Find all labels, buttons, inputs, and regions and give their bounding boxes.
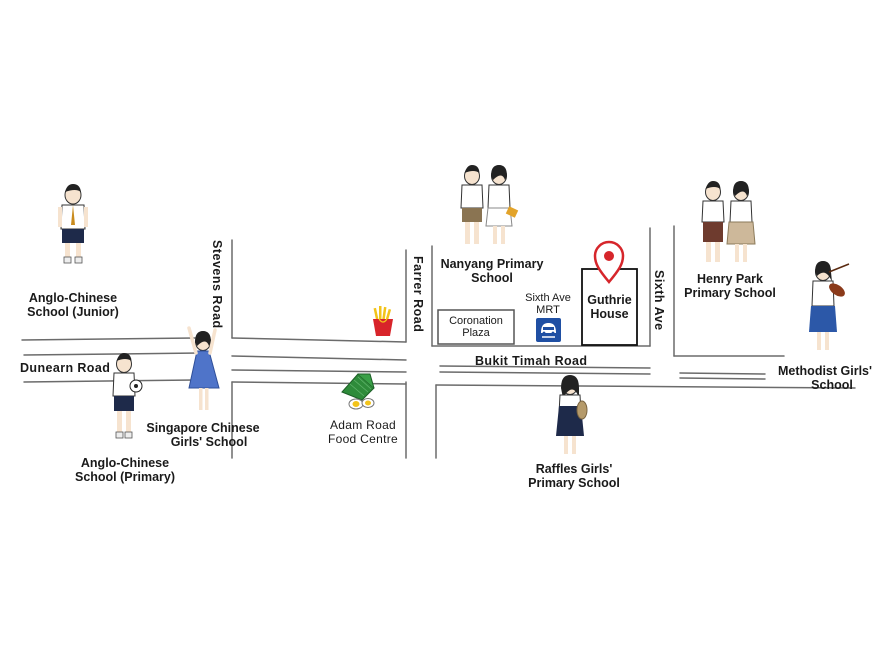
coronation-plaza-building [437, 309, 515, 345]
rgps-student-figure [556, 375, 588, 454]
mgs-student-figure [809, 261, 850, 350]
stevens-road-label: Stevens Road [210, 240, 224, 329]
henry-park-label: Henry Park Primary School [684, 272, 776, 300]
acs-primary-label: Anglo-Chinese School (Primary) [74, 456, 176, 484]
acs-primary-student-figure [112, 353, 143, 439]
henry-park-students-figure [701, 181, 756, 262]
rgps-label: Raffles Girls' Primary School [528, 462, 620, 490]
scgs-student-figure [187, 326, 220, 410]
farrer-road-label: Farrer Road [411, 256, 425, 333]
scgs-label: Singapore Chinese Girls' School [146, 421, 260, 449]
sixth-ave-label: Sixth Ave [652, 270, 666, 331]
fries-icon [373, 306, 393, 336]
bukit-timah-road-label: Bukit Timah Road [475, 354, 588, 368]
sixth-ave-mrt-label: Sixth Ave MRT [525, 292, 571, 316]
road-lines [21, 225, 856, 459]
acs-junior-student-figure [58, 184, 88, 264]
adam-road-food-centre-label: Adam Road Food Centre [327, 418, 398, 446]
location-pin-icon [593, 240, 625, 284]
dunearn-road-label: Dunearn Road [20, 361, 111, 375]
coronation-plaza-label: Coronation Plaza [449, 315, 503, 339]
mrt-train-icon [536, 318, 561, 342]
nasi-lemak-icon [341, 373, 375, 410]
nanyang-primary-label: Nanyang Primary School [440, 257, 544, 285]
nanyang-students-figure [460, 165, 519, 244]
guthrie-house-label: Guthrie House [587, 293, 632, 321]
mgs-label: Methodist Girls' School [778, 364, 872, 392]
acs-junior-label: Anglo-Chinese School (Junior) [27, 291, 119, 319]
